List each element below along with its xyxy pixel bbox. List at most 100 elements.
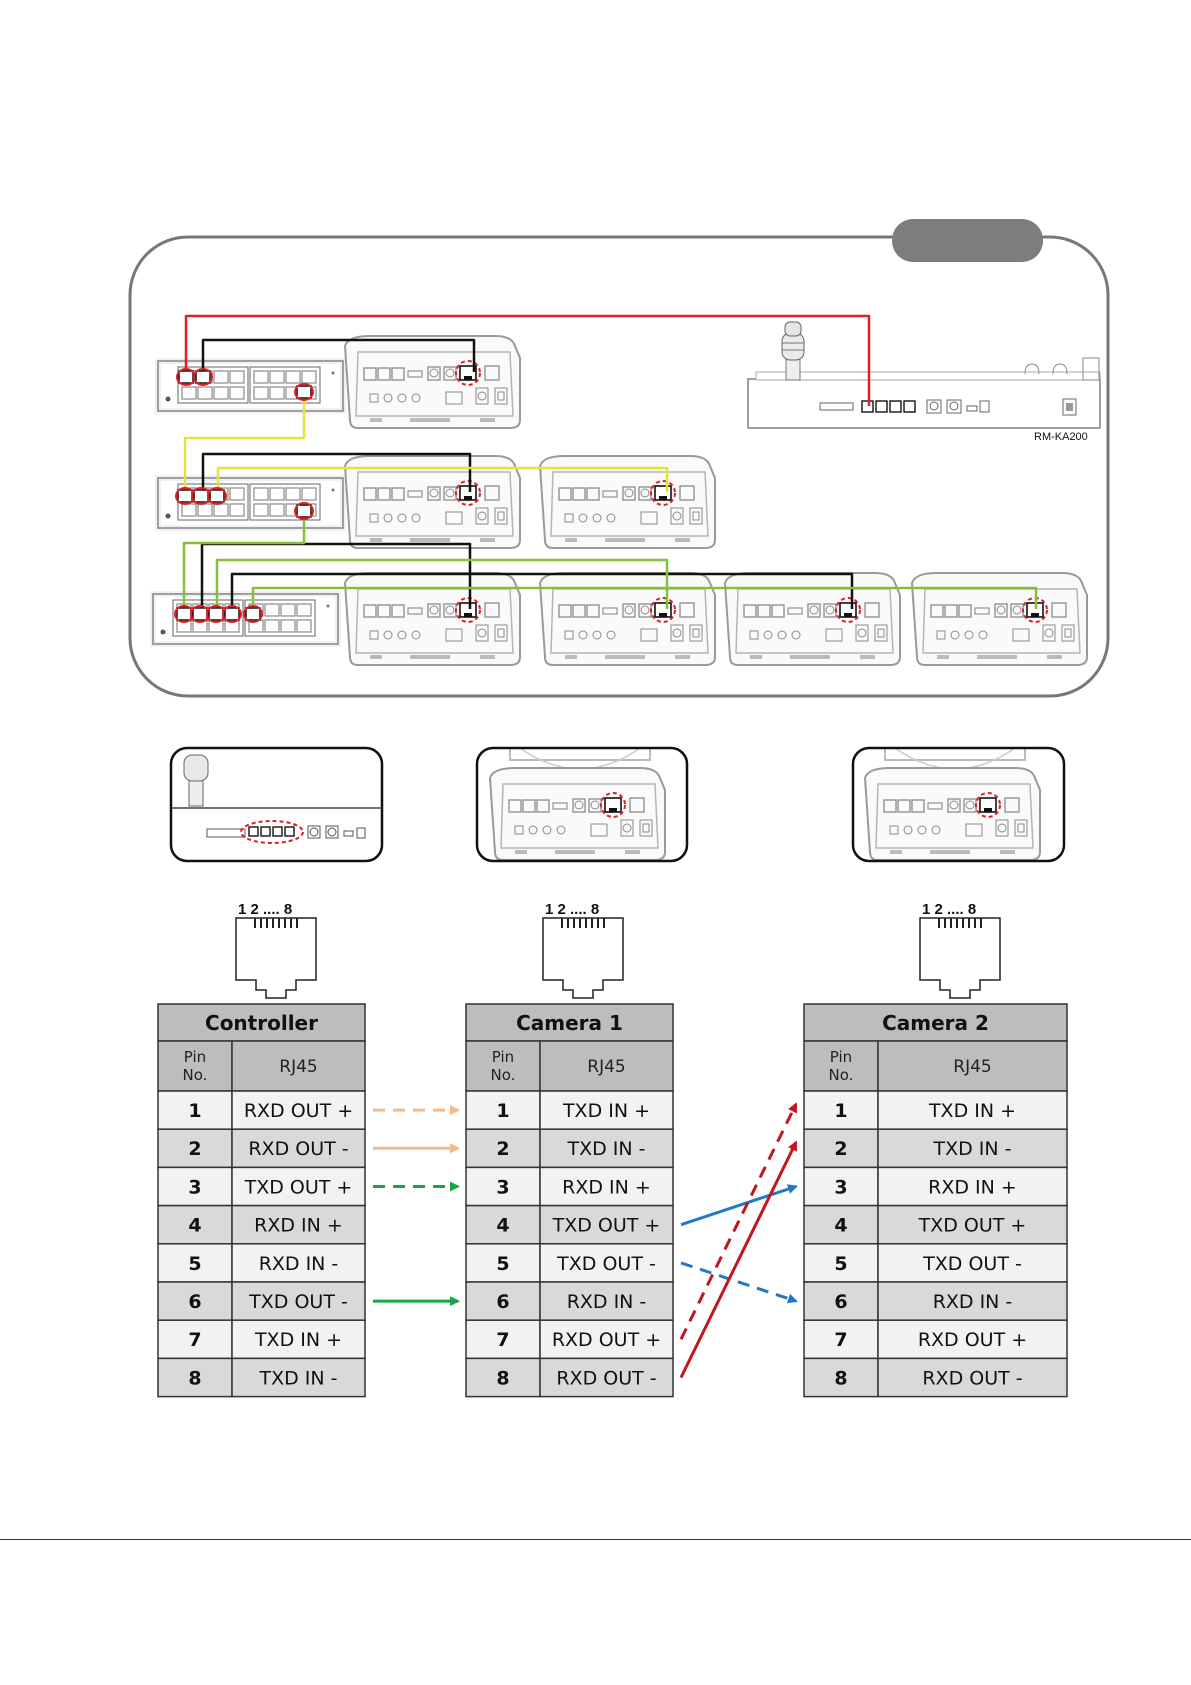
table-row: 7 RXD OUT + [803,1319,1068,1360]
column-header-rj45: RJ45 [953,1057,991,1077]
wire-arrow [680,1261,798,1304]
pin-number: 3 [188,1176,201,1198]
pin-signal: RXD IN + [254,1215,343,1237]
pin-signal: TXD OUT + [244,1176,353,1198]
pin-signal: TXD IN + [928,1100,1016,1122]
pin-number: 2 [834,1138,847,1160]
table-row: 3 RXD IN + [803,1166,1068,1207]
pin-signal: RXD IN + [928,1176,1017,1198]
table-row: 1 TXD IN + [465,1090,674,1130]
column-header-rj45: RJ45 [587,1057,625,1077]
switch-port [222,605,242,623]
table-row: 7 RXD OUT + [465,1319,674,1360]
rj45-jack-camera2: 1 2 .... 8 [919,901,1001,999]
pin-number: 5 [496,1253,509,1275]
cable-red [184,314,871,406]
pin-signal: RXD OUT - [248,1138,348,1160]
pin-signal: TXD IN - [566,1138,645,1160]
footer-rule [0,1539,1191,1540]
pin-number: 5 [834,1253,847,1275]
cable-green [251,586,1038,611]
table-row: 7 TXD IN + [157,1319,366,1360]
pin-signal: TXD IN - [258,1367,337,1389]
cable-yellow [183,392,306,494]
pin-signal: RXD OUT + [918,1329,1027,1351]
camera-unit [344,335,521,429]
pin-number: 1 [496,1100,509,1122]
pin-number: 6 [188,1291,201,1313]
network-badge [892,219,1043,262]
rj45-pin-label: 1 2 .... 8 [545,901,599,918]
pin-signal: RXD OUT + [552,1329,661,1351]
table-title: Camera 1 [516,1011,623,1035]
camera1-thumbnail [475,746,689,863]
pin-signal: TXD OUT + [552,1215,661,1237]
pin-number: 3 [496,1176,509,1198]
table-title: Camera 2 [882,1011,989,1035]
cable-black [200,542,472,611]
pin-number: 6 [496,1291,509,1313]
pin-wiring [373,1102,798,1379]
wire-arrow [680,1184,798,1227]
pin-signal: TXD OUT - [248,1291,348,1313]
pin-signal: TXD OUT - [556,1253,656,1275]
pin-signal: RXD OUT + [244,1100,353,1122]
pin-number: 8 [188,1367,201,1389]
table-row: 1 RXD OUT + [157,1090,366,1130]
table-row: 8 TXD IN - [157,1357,366,1398]
pin-number: 8 [834,1367,847,1389]
pin-number: 4 [188,1215,201,1237]
pin-signal: TXD IN + [562,1100,650,1122]
pin-number: 3 [834,1176,847,1198]
pin-number: 6 [834,1291,847,1313]
pin-number: 1 [188,1100,201,1122]
table-row: 8 RXD OUT - [803,1357,1068,1398]
pin-signal: RXD IN - [259,1253,339,1275]
switch-port [193,368,213,386]
camera-unit [344,455,521,549]
pin-signal: TXD IN + [254,1329,342,1351]
table-title: Controller [205,1011,318,1035]
network-diagram: RM-KA200 [128,219,1110,698]
switch-port [243,605,263,623]
pin-signal: RXD IN + [562,1176,651,1198]
pin-signal: TXD OUT - [922,1253,1022,1275]
wire-arrow [679,1102,798,1340]
pin-number: 7 [188,1329,201,1351]
rj45-pin-label: 1 2 .... 8 [238,901,292,918]
pin-signal: TXD OUT + [918,1215,1027,1237]
cable-black [201,338,476,376]
table-row: 5 TXD OUT - [803,1243,1068,1283]
pin-number: 7 [834,1329,847,1351]
camera-unit [539,455,716,549]
cable-green [215,558,669,611]
pin-number: 2 [496,1138,509,1160]
rj45-jack-camera1: 1 2 .... 8 [542,901,624,999]
cable-green [182,509,306,611]
pin-number: 7 [496,1329,509,1351]
controller-unit [747,321,1101,429]
table-row: 2 TXD IN - [465,1128,674,1169]
table-row: 5 TXD OUT - [465,1243,674,1283]
table-row: 3 RXD IN + [465,1166,674,1207]
switch-port [294,383,314,401]
rj45-jack-controller: 1 2 .... 8 [235,901,317,999]
pin-number: 4 [834,1215,847,1237]
controller-thumbnail [169,746,384,863]
table-row: 4 TXD OUT + [803,1204,1068,1245]
pin-signal: RXD OUT - [922,1367,1022,1389]
table-row: 6 TXD OUT - [157,1281,366,1321]
controller-model-label: RM-KA200 [1034,431,1088,443]
cable-black [201,452,472,494]
